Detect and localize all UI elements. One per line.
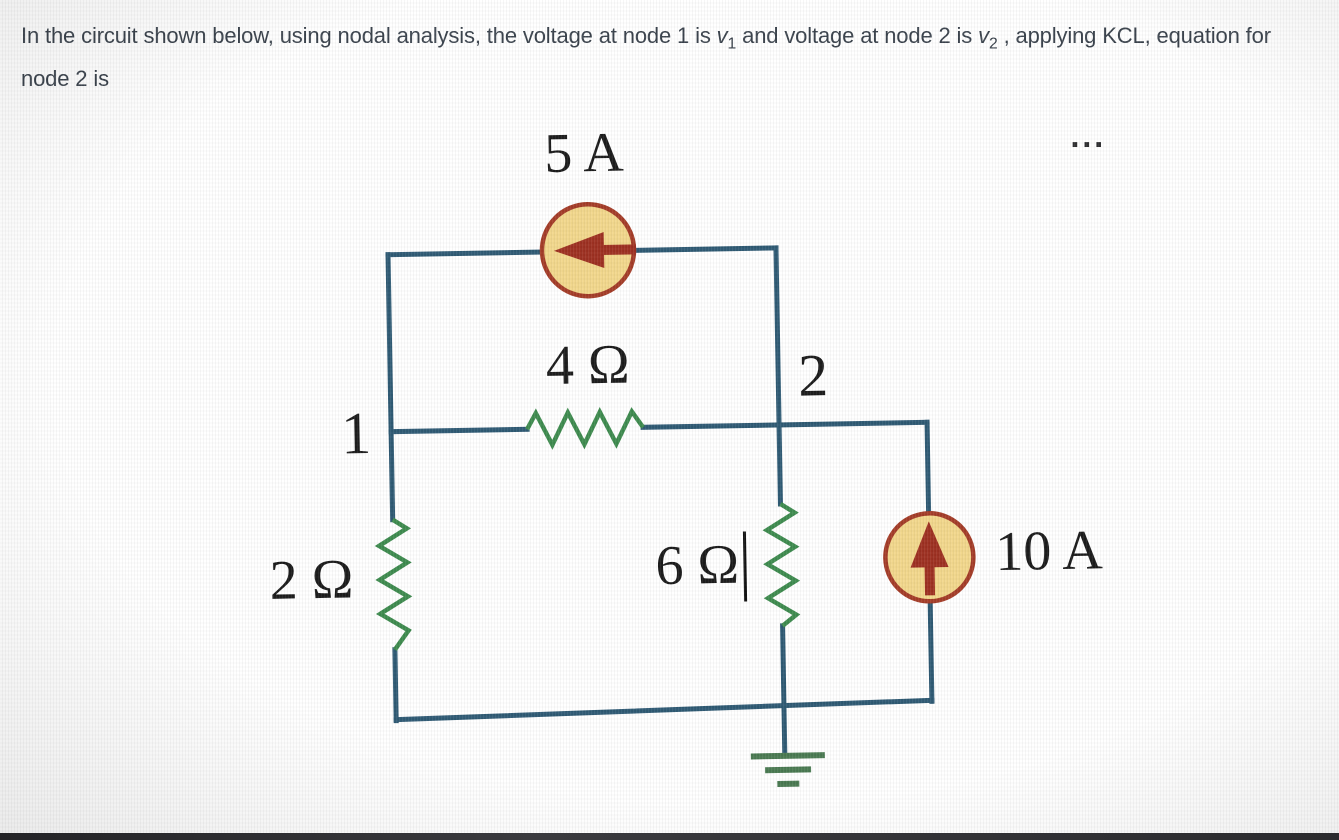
question-part1: In the circuit shown below, using nodal … <box>21 23 717 48</box>
ground-icon <box>750 752 825 787</box>
label-4ohm: 4 Ω <box>545 333 631 397</box>
label-node-1: 1 <box>340 400 372 467</box>
label-6ohm: 6 Ω <box>654 533 740 598</box>
ground-bar-1 <box>750 752 825 760</box>
wire-left-lower <box>392 647 399 724</box>
v1-symbol: v <box>716 23 728 48</box>
wire-bottom <box>393 697 935 723</box>
question-line2: node 2 is <box>21 66 109 92</box>
v1-subscript: 1 <box>727 35 737 53</box>
resistor-2ohm-zigzag <box>374 517 413 651</box>
wire-mid-left <box>388 426 530 435</box>
arrow-left-tail <box>599 244 637 256</box>
wire-ground-stem <box>781 703 788 757</box>
wire-left-upper <box>385 252 396 523</box>
question-part3: , applying KCL, equation for <box>997 23 1271 48</box>
wire-node2-lower <box>780 623 787 711</box>
label-5a: 5 A <box>543 121 625 185</box>
ground-bar-2 <box>765 766 812 774</box>
arrow-left-icon <box>553 231 605 268</box>
label-node-2: 2 <box>797 342 829 409</box>
screen-bottom-edge <box>0 833 1339 840</box>
wire-mid-right <box>640 419 930 430</box>
question-line1: In the circuit shown below, using nodal … <box>21 18 1326 61</box>
question-part2: and voltage at node 2 is <box>736 23 979 48</box>
wires <box>385 245 935 757</box>
current-source-10a <box>883 511 976 604</box>
current-source-5a <box>539 201 637 299</box>
arrow-up-icon <box>910 521 949 568</box>
v2-symbol: v <box>978 23 989 48</box>
label-2ohm: 2 Ω <box>269 548 354 612</box>
resistor-4ohm-zigzag <box>525 407 645 450</box>
question-text: In the circuit shown below, using nodal … <box>21 18 1326 96</box>
resistors <box>374 407 801 651</box>
more-options-icon[interactable]: ... <box>1070 124 1106 154</box>
wire-node2-upper <box>773 245 783 507</box>
v2-subscript: 2 <box>988 35 998 53</box>
resistor-6ohm-zigzag <box>762 501 801 628</box>
label-10a: 10 A <box>994 519 1104 584</box>
